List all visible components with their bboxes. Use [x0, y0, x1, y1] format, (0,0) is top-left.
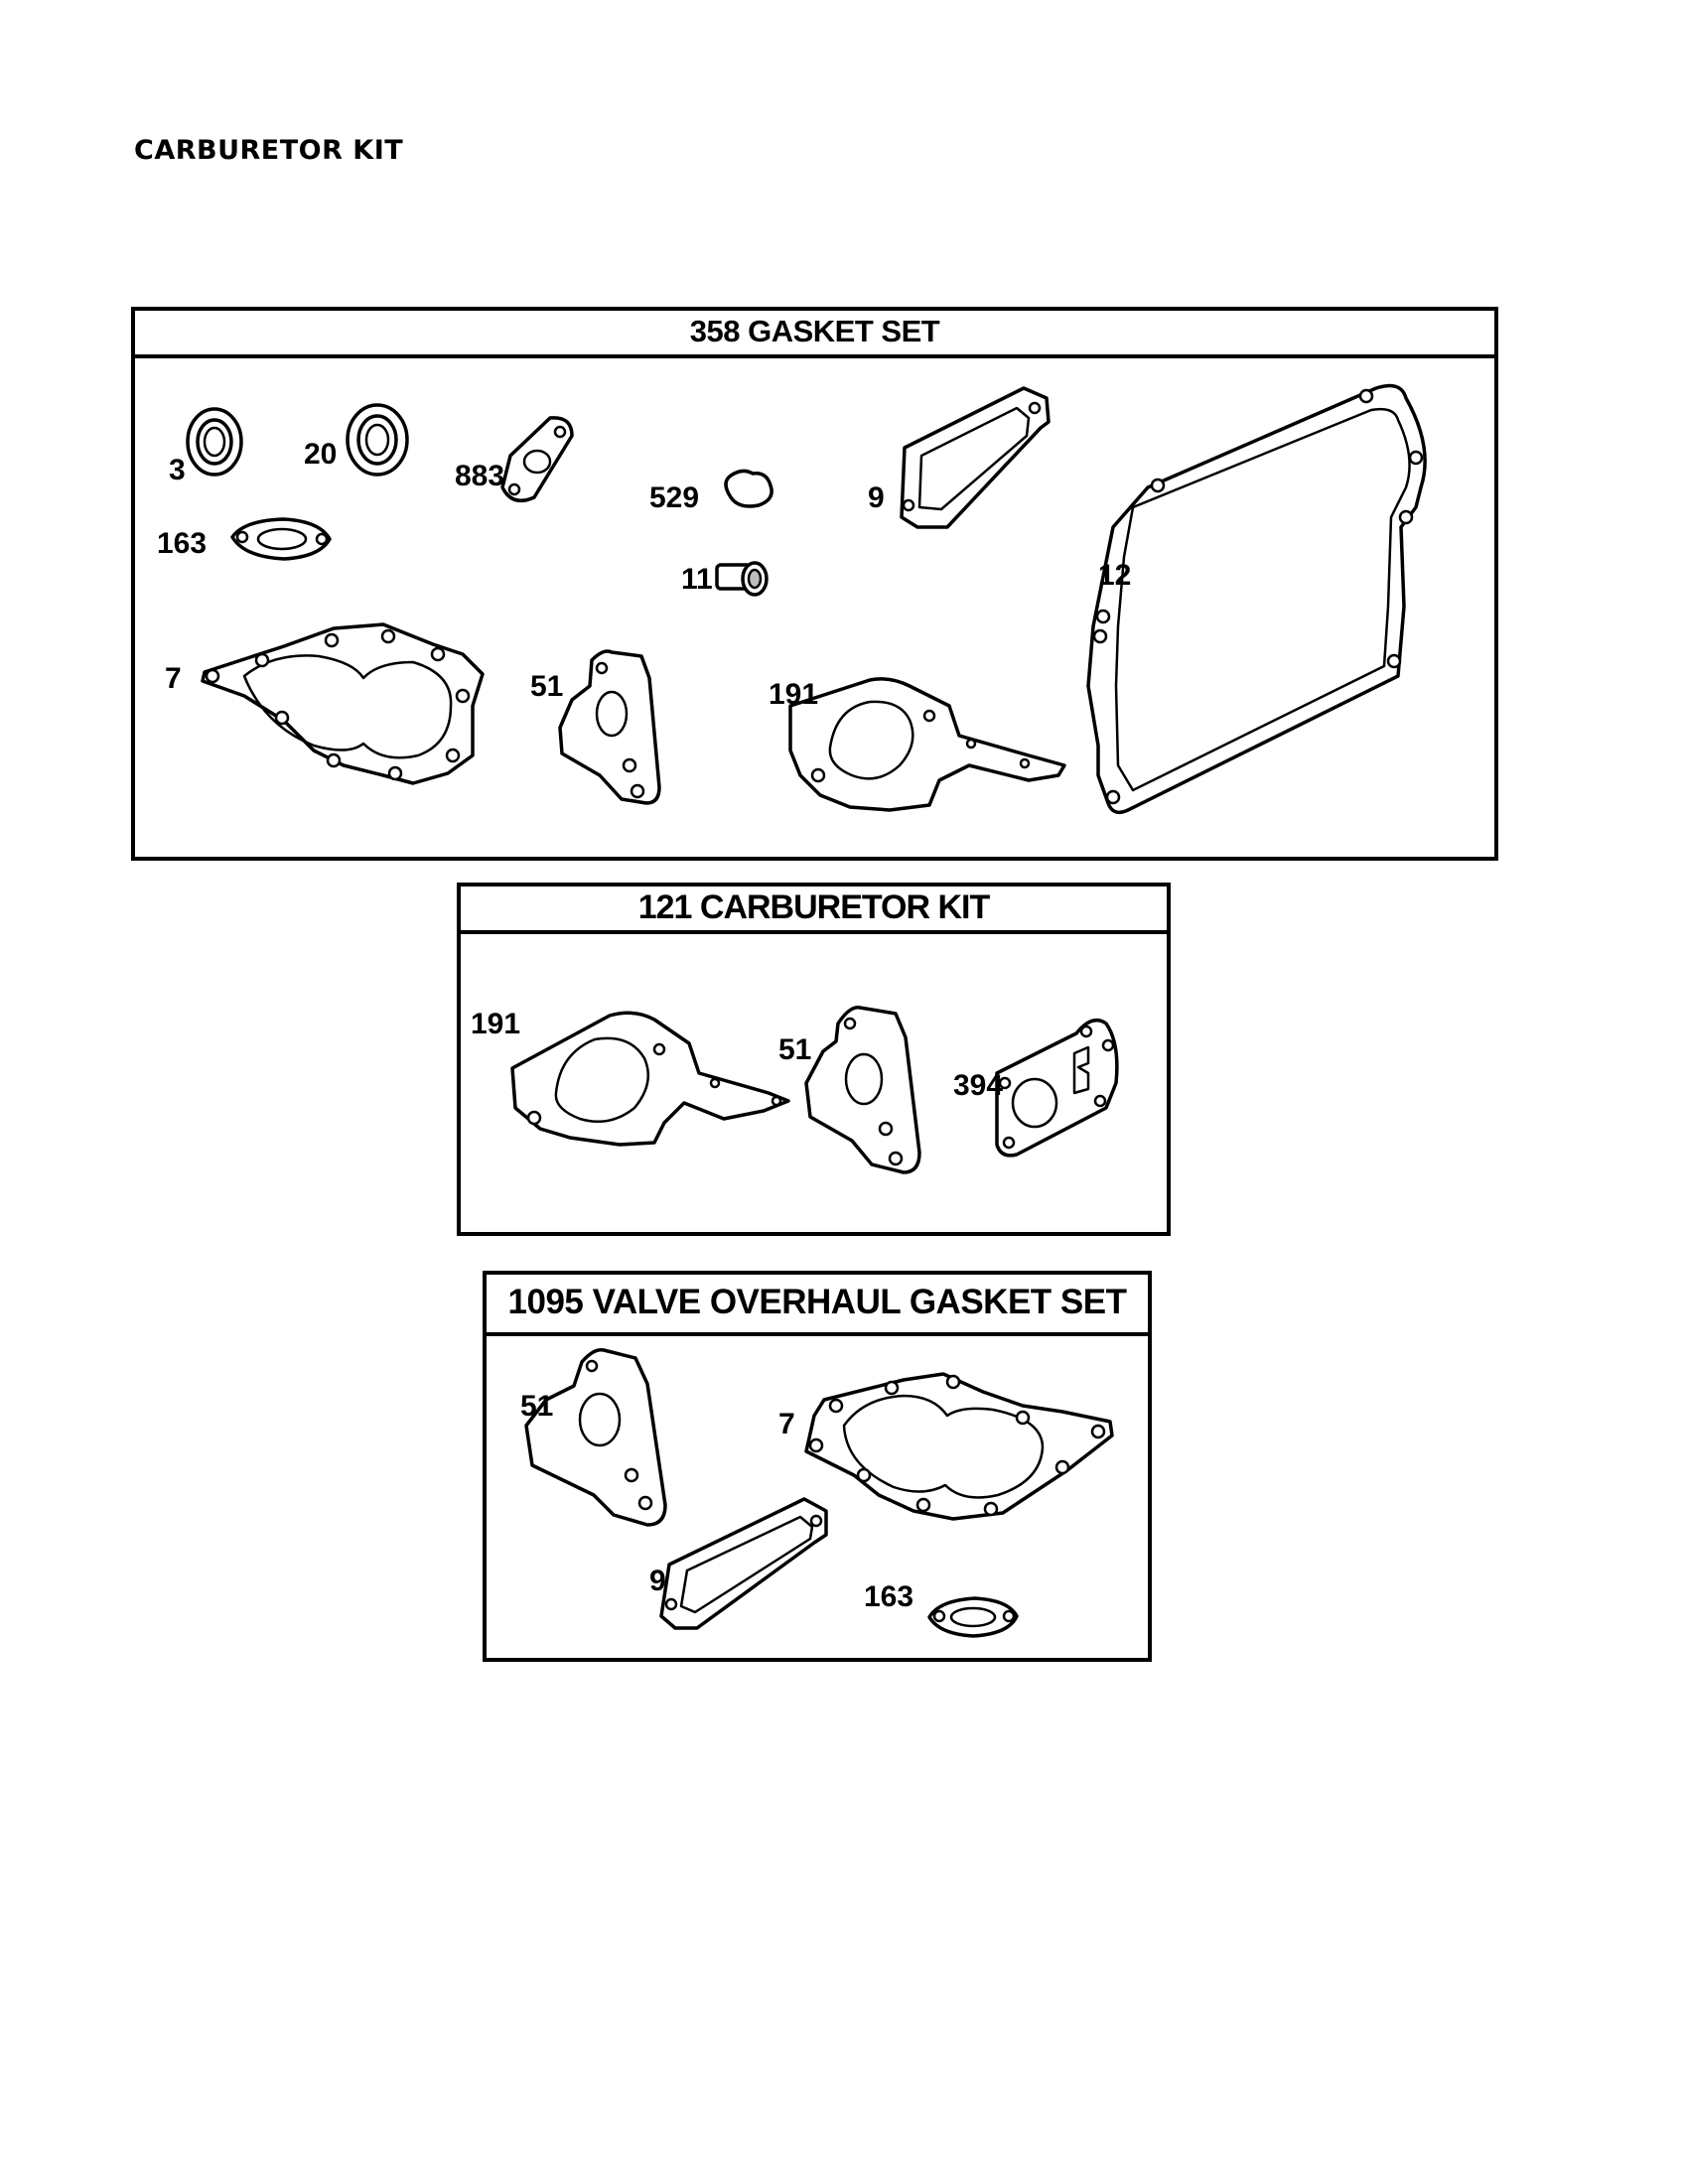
carburetor-kit-panel: 121 CARBURETOR KIT 191 51: [457, 883, 1171, 1236]
head-gasket-part-7[interactable]: [201, 622, 485, 785]
o-ring-part-529[interactable]: [724, 469, 773, 508]
seal-part-3[interactable]: [186, 407, 243, 477]
intake-gasket-part-51[interactable]: [558, 649, 661, 805]
callout-51: 51: [530, 670, 563, 703]
head-gasket-part-7[interactable]: [804, 1372, 1114, 1521]
callout-51: 51: [778, 1033, 811, 1066]
callout-7: 7: [778, 1408, 795, 1440]
callout-163: 163: [157, 527, 207, 560]
callout-883: 883: [455, 460, 504, 492]
callout-191: 191: [769, 678, 818, 711]
intake-gasket-part-51[interactable]: [804, 1006, 921, 1174]
callout-163: 163: [864, 1580, 913, 1613]
callout-529: 529: [649, 481, 699, 514]
crankcase-gasket-part-12[interactable]: [1086, 383, 1427, 815]
fitting-part-11[interactable]: [715, 561, 769, 597]
gasket-part-163[interactable]: [230, 517, 332, 561]
callout-12: 12: [1098, 559, 1131, 592]
valve-overhaul-panel: 1095 VALVE OVERHAUL GASKET SET 51: [483, 1271, 1152, 1662]
seal-part-20[interactable]: [346, 403, 409, 477]
callout-9: 9: [649, 1565, 666, 1597]
callout-191: 191: [471, 1008, 520, 1040]
breather-gasket-part-394[interactable]: [995, 1018, 1119, 1158]
callout-9: 9: [868, 481, 885, 514]
carburetor-kit-diagram: 191 51 394: [461, 934, 1167, 1232]
gasket-part-883[interactable]: [500, 416, 574, 503]
callout-20: 20: [304, 438, 337, 471]
carburetor-kit-title: 121 CARBURETOR KIT: [461, 887, 1167, 934]
valve-overhaul-diagram: 51 7: [487, 1336, 1148, 1658]
gasket-part-9[interactable]: [659, 1497, 828, 1630]
callout-394: 394: [953, 1069, 1003, 1102]
callout-51: 51: [520, 1390, 553, 1423]
callout-11: 11: [681, 563, 713, 596]
intake-gasket-part-51[interactable]: [524, 1348, 667, 1527]
callout-3: 3: [169, 454, 186, 486]
page-title: CARBURETOR KIT: [134, 135, 404, 166]
carburetor-gasket-part-191[interactable]: [510, 1011, 790, 1147]
carburetor-gasket-part-191[interactable]: [788, 677, 1066, 812]
callout-7: 7: [165, 662, 182, 695]
gasket-set-panel: 358 GASKET SET 3 20: [131, 307, 1498, 861]
valve-overhaul-title: 1095 VALVE OVERHAUL GASKET SET: [487, 1275, 1148, 1336]
gasket-part-163[interactable]: [927, 1596, 1019, 1638]
gasket-set-diagram: 3 20 883 529: [135, 358, 1494, 857]
gasket-set-title: 358 GASKET SET: [135, 311, 1494, 358]
gasket-part-9[interactable]: [900, 386, 1051, 529]
